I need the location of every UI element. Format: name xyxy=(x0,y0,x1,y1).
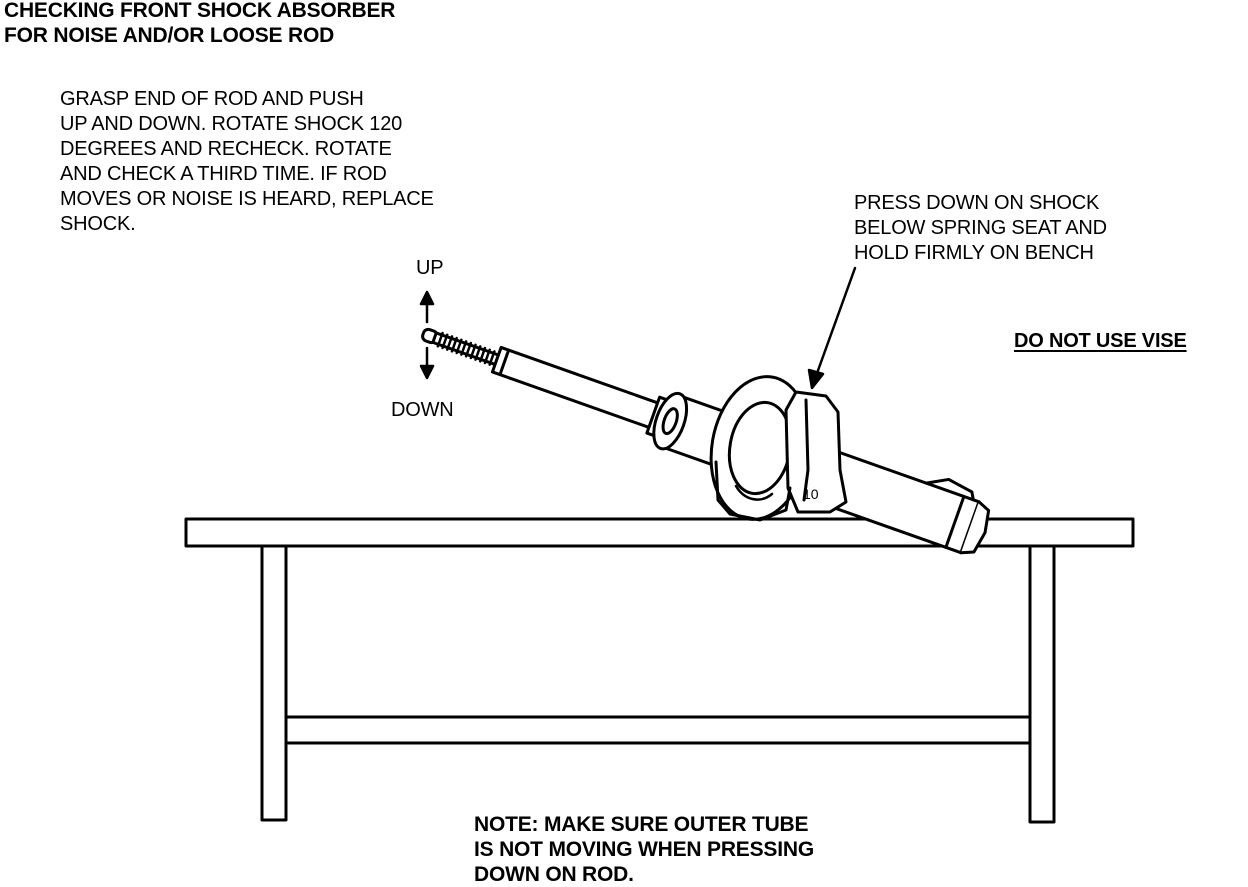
tube-bottom-end xyxy=(959,500,991,555)
callout-line-3: HOLD FIRMLY ON BENCH xyxy=(854,242,1094,264)
outer-tube-top xyxy=(652,391,689,451)
spring-seat-assembly: 10 xyxy=(709,375,848,522)
up-arrow-head xyxy=(419,290,435,306)
instruction-line-2: UP AND DOWN. ROTATE SHOCK 120 xyxy=(60,113,403,135)
upper-tube-ring xyxy=(498,348,511,377)
callout-arrow-head xyxy=(807,368,825,390)
down-label: DOWN xyxy=(391,399,454,421)
callout-arrow xyxy=(807,266,857,390)
press-callout-text: PRESS DOWN ON SHOCK BELOW SPRING SEAT AN… xyxy=(854,191,1107,266)
note-line-3: DOWN ON ROD. xyxy=(474,863,634,886)
title-line-1: CHECKING FRONT SHOCK ABSORBER xyxy=(4,0,396,22)
knuckle-lower-flange xyxy=(714,460,792,522)
diagram-title: CHECKING FRONT SHOCK ABSORBER FOR NOISE … xyxy=(4,0,395,48)
callout-line-2: BELOW SPRING SEAT AND xyxy=(854,217,1107,239)
bracket-mark-label: 10 xyxy=(803,486,819,502)
instruction-line-4: AND CHECK A THIRD TIME. IF ROD xyxy=(60,163,387,185)
upper-tube xyxy=(490,345,663,431)
do-not-use-vise-warning: DO NOT USE VISE xyxy=(1014,330,1187,352)
bench-leg-right xyxy=(1028,544,1056,824)
callout-arrow-line xyxy=(814,266,857,378)
up-label: UP xyxy=(416,257,444,279)
knuckle-shading xyxy=(734,484,774,501)
bench-stretcher xyxy=(284,715,1032,745)
note-line-2: IS NOT MOVING WHEN PRESSING xyxy=(474,838,814,861)
instruction-line-5: MOVES OR NOISE IS HEARD, REPLACE xyxy=(60,188,434,210)
rod-thread xyxy=(436,331,496,366)
title-line-2: FOR NOISE AND/OR LOOSE ROD xyxy=(4,24,335,47)
bench-leg-left xyxy=(260,544,288,822)
instruction-line-1: GRASP END OF ROD AND PUSH xyxy=(60,88,364,110)
note-text: NOTE: MAKE SURE OUTER TUBE IS NOT MOVING… xyxy=(474,812,814,887)
note-line-1: NOTE: MAKE SURE OUTER TUBE xyxy=(474,813,809,836)
down-arrow-head xyxy=(419,364,435,380)
instruction-line-3: DEGREES AND RECHECK. ROTATE xyxy=(60,138,392,160)
instruction-line-6: SHOCK. xyxy=(60,213,136,235)
callout-line-1: PRESS DOWN ON SHOCK xyxy=(854,192,1100,214)
bench xyxy=(184,517,1135,824)
knuckle-edge xyxy=(802,398,810,502)
tube-bottom-bracket xyxy=(924,477,975,502)
bench-top xyxy=(184,517,1135,548)
up-down-arrows xyxy=(419,290,435,380)
piston-rod xyxy=(421,327,500,366)
mount-knuckle xyxy=(784,390,848,514)
instruction-text: GRASP END OF ROD AND PUSH UP AND DOWN. R… xyxy=(60,87,434,237)
outer-tube-top-inner xyxy=(661,407,679,436)
tube-bottom-seam xyxy=(944,494,966,549)
